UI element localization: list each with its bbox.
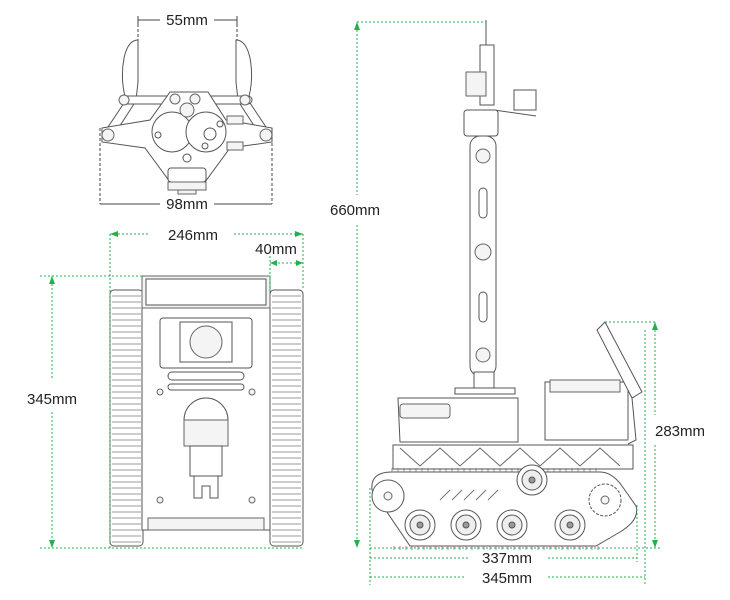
dimension-body-height: 283mm [370,321,705,549]
gripper-view: 55mm 98mm [99,12,273,213]
dimension-overall-length: 345mm [370,330,646,587]
dimension-label-246mm: 246mm [168,227,218,244]
side-view-drawing [371,20,643,550]
dimension-label-98mm: 98mm [166,196,208,213]
dimension-label-283mm: 283mm [655,423,705,440]
dimension-label-345mm-length: 345mm [27,391,77,408]
road-wheel [566,521,574,529]
dimension-overall-height: 660mm [330,21,486,548]
dimension-label-660mm: 660mm [330,202,380,219]
dimension-gripper-opening: 55mm [137,12,238,40]
road-wheel [462,521,470,529]
road-wheel [528,476,536,484]
dimension-gripper-width: 98mm [99,128,273,213]
top-view-drawing [109,275,304,547]
dimension-label-55mm: 55mm [166,12,208,29]
side-view: 660mm 283mm 337mm 345mm [330,20,705,587]
dimension-track-length: 337mm [369,488,638,585]
dimension-label-345mm-overall: 345mm [482,570,532,587]
dimension-track-width: 40mm [255,241,303,290]
road-wheel [508,521,516,529]
dimension-length: 345mm [27,275,303,549]
dimension-overall-width: 246mm [109,227,304,548]
dimension-label-40mm: 40mm [255,241,297,258]
top-view: 246mm 40mm 345mm [27,227,304,549]
road-wheel [416,521,424,529]
gripper-drawing [101,39,273,195]
dimension-label-337mm: 337mm [482,550,532,567]
